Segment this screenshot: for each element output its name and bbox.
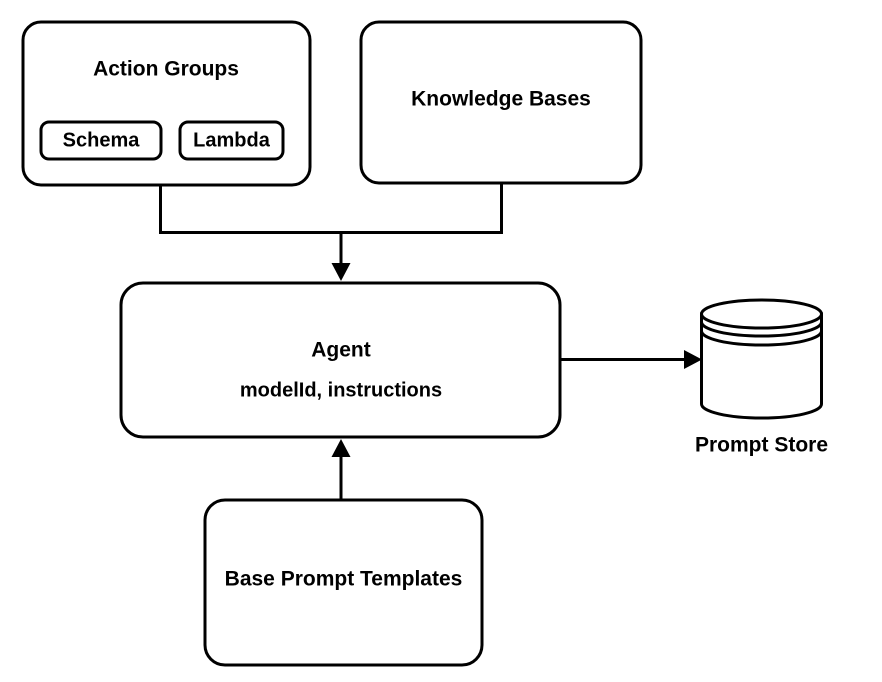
knowledge-bases-box[interactable] [359, 20, 643, 185]
agent-label-subtitle: modelId, instructions [240, 379, 442, 401]
schema-label: Schema [63, 129, 141, 151]
prompt-store-ring-2 [700, 330, 823, 347]
node-lambda[interactable]: Lambda [178, 120, 285, 161]
base-prompt-templates-label: Base Prompt Templates [225, 568, 463, 591]
arrowhead-down-agent [331, 263, 351, 281]
node-knowledge-bases[interactable]: Knowledge Bases [359, 20, 643, 185]
node-prompt-store[interactable]: Prompt Store [695, 298, 828, 457]
knowledge-bases-label: Knowledge Bases [411, 88, 591, 111]
agent-box[interactable] [119, 281, 562, 439]
node-base-prompt-templates[interactable]: Base Prompt Templates [203, 498, 484, 667]
base-prompt-templates-box[interactable] [203, 498, 484, 667]
prompt-store-ring-1 [700, 321, 823, 338]
arrowhead-right-prompt-store [684, 350, 702, 369]
lambda-label: Lambda [193, 129, 271, 151]
prompt-store-cylinder-top [700, 298, 823, 330]
prompt-store-cylinder-body[interactable] [700, 312, 823, 420]
action-groups-label: Action Groups [93, 58, 239, 81]
arrowhead-up-agent [331, 439, 351, 457]
edge-templates-to-agent [331, 439, 351, 499]
prompt-store-label: Prompt Store [695, 434, 828, 457]
agent-label-title: Agent [311, 339, 371, 362]
edge-merge-bar [159, 184, 503, 234]
schema-box[interactable] [39, 120, 163, 161]
node-agent[interactable]: Agent modelId, instructions [119, 281, 562, 439]
edge-topboxes-to-agent [159, 184, 503, 281]
node-schema[interactable]: Schema [39, 120, 163, 161]
edge-agent-to-prompt-store [561, 350, 702, 369]
node-action-groups[interactable]: Action Groups Schema Lambda [21, 20, 312, 187]
action-groups-box[interactable] [21, 20, 312, 187]
lambda-box[interactable] [178, 120, 285, 161]
